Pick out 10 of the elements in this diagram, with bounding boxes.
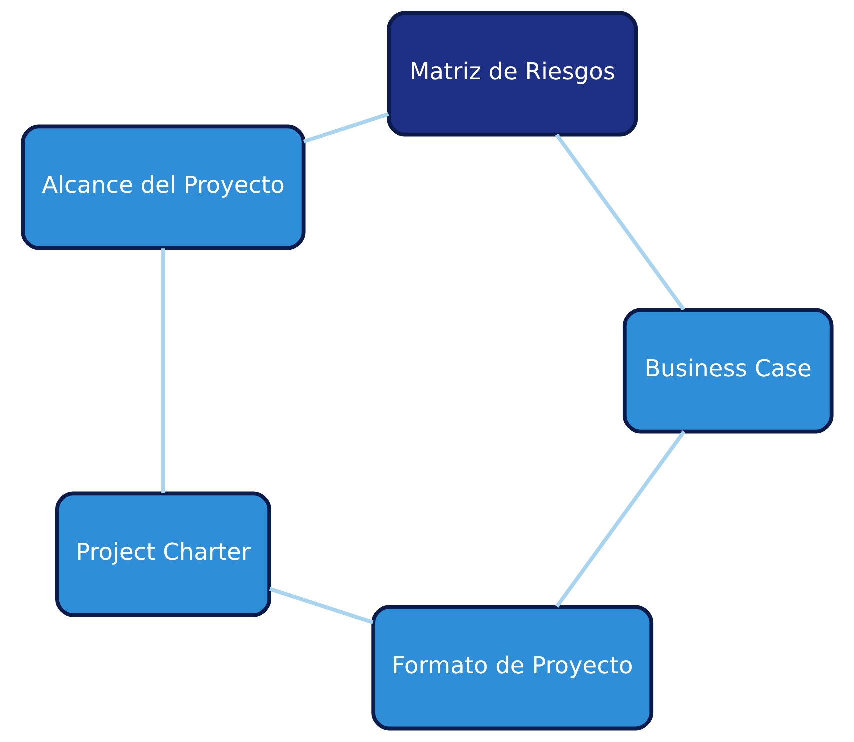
- node-box: Business Case: [622, 308, 834, 434]
- connector: [161, 248, 165, 494]
- node-box: Alcance del Proyecto: [20, 124, 306, 250]
- node-box: Project Charter: [55, 492, 271, 618]
- node-box: Matriz de Riesgos: [386, 11, 638, 137]
- node-box: Formato de Proyecto: [371, 605, 654, 731]
- connector: [268, 587, 374, 624]
- connector: [554, 134, 685, 311]
- connector: [302, 112, 389, 144]
- connector: [555, 430, 686, 608]
